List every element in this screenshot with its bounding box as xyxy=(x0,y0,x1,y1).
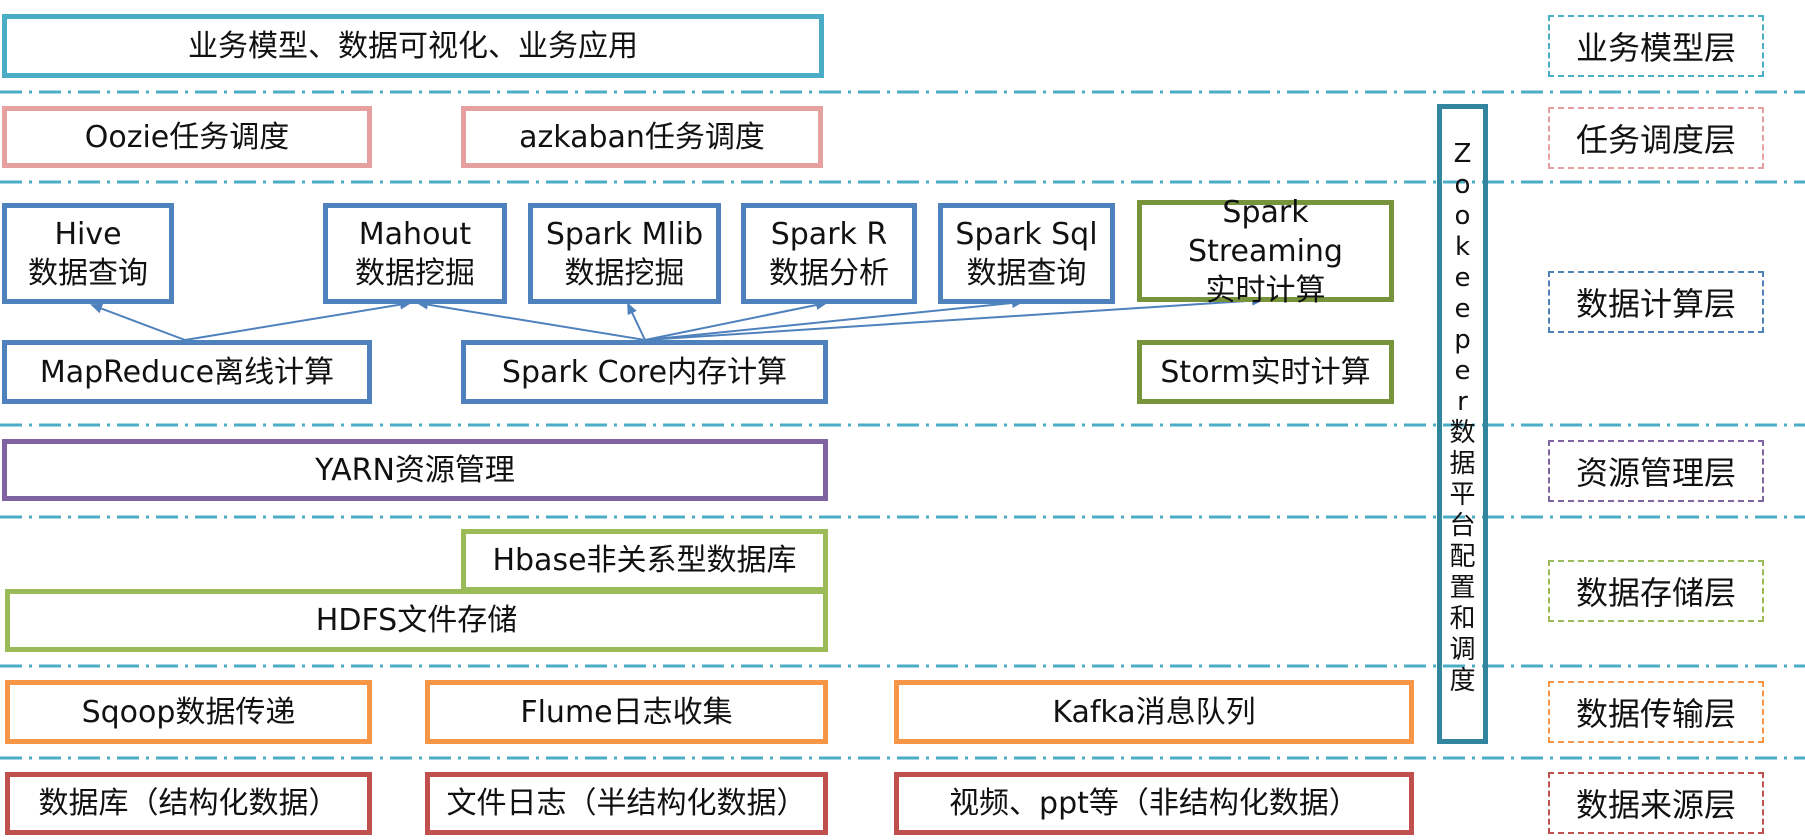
hbase-box: Hbase非关系型数据库 xyxy=(461,529,828,592)
layer-label-text: 数据来源层 xyxy=(1575,786,1736,824)
spark-sql-subtitle: 数据查询 xyxy=(966,255,1087,291)
spark-sql-title: Spark Sql xyxy=(955,216,1098,252)
layer-label-text: 数据存储层 xyxy=(1575,574,1736,612)
mapreduce-label: MapReduce离线计算 xyxy=(39,354,335,390)
flume-box: Flume日志收集 xyxy=(425,680,828,744)
spark-mlib-title: Spark Mlib xyxy=(545,216,704,252)
layer-label-compute: 数据计算层 xyxy=(1548,271,1764,333)
media-source-label: 视频、ppt等（非结构化数据） xyxy=(949,786,1359,821)
zookeeper-char: p xyxy=(1454,325,1471,355)
yarn-label: YARN资源管理 xyxy=(315,452,515,488)
zookeeper-char: 度 xyxy=(1449,666,1476,696)
sqoop-label: Sqoop数据传递 xyxy=(81,694,296,730)
zookeeper-char: r xyxy=(1457,387,1468,417)
arrow-sparkcore-sparkr xyxy=(644,300,828,341)
zookeeper-char: 配 xyxy=(1449,542,1476,572)
arrow-sparkcore-sparksql xyxy=(644,298,1024,341)
zookeeper-char: e xyxy=(1454,356,1471,386)
mapreduce-box: MapReduce离线计算 xyxy=(2,340,372,404)
storm-box: Storm实时计算 xyxy=(1137,340,1394,404)
business-apps-label: 业务模型、数据可视化、业务应用 xyxy=(188,28,638,64)
layer-label-resource: 资源管理层 xyxy=(1548,440,1764,502)
zookeeper-char: 据 xyxy=(1449,449,1476,479)
zookeeper-char: o xyxy=(1454,170,1471,200)
layer-label-schedule: 任务调度层 xyxy=(1548,107,1764,169)
zookeeper-box: Z o o k e e p e r 数 据 平 台 配 置 和 调 度 xyxy=(1437,104,1488,744)
layer-label-text: 任务调度层 xyxy=(1575,121,1736,159)
hdfs-box: HDFS文件存储 xyxy=(5,589,828,652)
spark-r-subtitle: 数据分析 xyxy=(769,255,889,291)
zookeeper-char: k xyxy=(1454,232,1471,262)
zookeeper-char: e xyxy=(1454,263,1471,293)
arrow-sparkcore-mahout xyxy=(416,299,646,341)
spark-mlib-box: Spark Mlib 数据挖掘 xyxy=(528,203,721,304)
oozie-label: Oozie任务调度 xyxy=(84,119,290,155)
spark-core-box: Spark Core内存计算 xyxy=(461,340,828,404)
hdfs-label: HDFS文件存储 xyxy=(315,603,518,638)
zookeeper-char: 和 xyxy=(1449,604,1476,634)
business-apps-box: 业务模型、数据可视化、业务应用 xyxy=(2,14,824,78)
layer-label-business: 业务模型层 xyxy=(1548,15,1764,77)
hive-title: Hive xyxy=(54,216,122,252)
spark-sql-box: Spark Sql 数据查询 xyxy=(938,203,1115,304)
spark-core-label: Spark Core内存计算 xyxy=(501,354,788,390)
media-source-box: 视频、ppt等（非结构化数据） xyxy=(894,772,1414,835)
arrow-sparkcore-streaming xyxy=(644,295,1264,341)
layer-label-transfer: 数据传输层 xyxy=(1548,681,1764,743)
azkaban-box: azkaban任务调度 xyxy=(461,106,823,168)
oozie-box: Oozie任务调度 xyxy=(2,106,372,168)
kafka-box: Kafka消息队列 xyxy=(894,680,1414,744)
spark-streaming-box: Spark Streaming 实时计算 xyxy=(1137,195,1394,308)
layer-label-text: 业务模型层 xyxy=(1575,29,1736,67)
zookeeper-char: 调 xyxy=(1449,635,1476,665)
storm-label: Storm实时计算 xyxy=(1160,354,1371,390)
sqoop-box: Sqoop数据传递 xyxy=(5,680,372,744)
log-source-label: 文件日志（半结构化数据） xyxy=(446,786,807,821)
zookeeper-char: 台 xyxy=(1449,511,1476,541)
mahout-subtitle: 数据挖掘 xyxy=(355,255,475,291)
zookeeper-char: e xyxy=(1454,294,1471,324)
mahout-title: Mahout xyxy=(358,216,472,252)
spark-r-title: Spark R xyxy=(770,216,888,252)
layer-label-text: 数据传输层 xyxy=(1575,695,1736,733)
layer-label-text: 数据计算层 xyxy=(1575,285,1736,323)
mahout-box: Mahout 数据挖掘 xyxy=(323,203,507,304)
yarn-box: YARN资源管理 xyxy=(2,439,828,501)
kafka-label: Kafka消息队列 xyxy=(1052,694,1256,730)
spark-streaming-subtitle: 实时计算 xyxy=(1205,272,1326,308)
arrow-mapreduce-mahout xyxy=(184,299,412,341)
hive-box: Hive 数据查询 xyxy=(2,203,174,304)
azkaban-label: azkaban任务调度 xyxy=(519,119,765,155)
arrow-sparkcore-mlib xyxy=(627,302,646,341)
hive-subtitle: 数据查询 xyxy=(28,255,148,291)
log-source-box: 文件日志（半结构化数据） xyxy=(425,772,828,835)
layer-label-source: 数据来源层 xyxy=(1548,772,1764,834)
zookeeper-char: 平 xyxy=(1449,480,1476,510)
zookeeper-char: 置 xyxy=(1449,573,1476,603)
flume-label: Flume日志收集 xyxy=(520,694,733,730)
hbase-label: Hbase非关系型数据库 xyxy=(492,543,797,578)
spark-streaming-title: Spark Streaming xyxy=(1188,194,1343,269)
layer-label-text: 资源管理层 xyxy=(1575,454,1736,492)
database-source-box: 数据库（结构化数据） xyxy=(5,772,372,835)
database-source-label: 数据库（结构化数据） xyxy=(38,786,339,821)
zookeeper-char: Z xyxy=(1453,139,1472,169)
layer-label-storage: 数据存储层 xyxy=(1548,560,1764,622)
zookeeper-char: o xyxy=(1454,201,1471,231)
arrow-mapreduce-hive xyxy=(90,303,186,341)
zookeeper-char: 数 xyxy=(1449,418,1476,448)
spark-r-box: Spark R 数据分析 xyxy=(741,203,917,304)
spark-mlib-subtitle: 数据挖掘 xyxy=(564,255,685,291)
